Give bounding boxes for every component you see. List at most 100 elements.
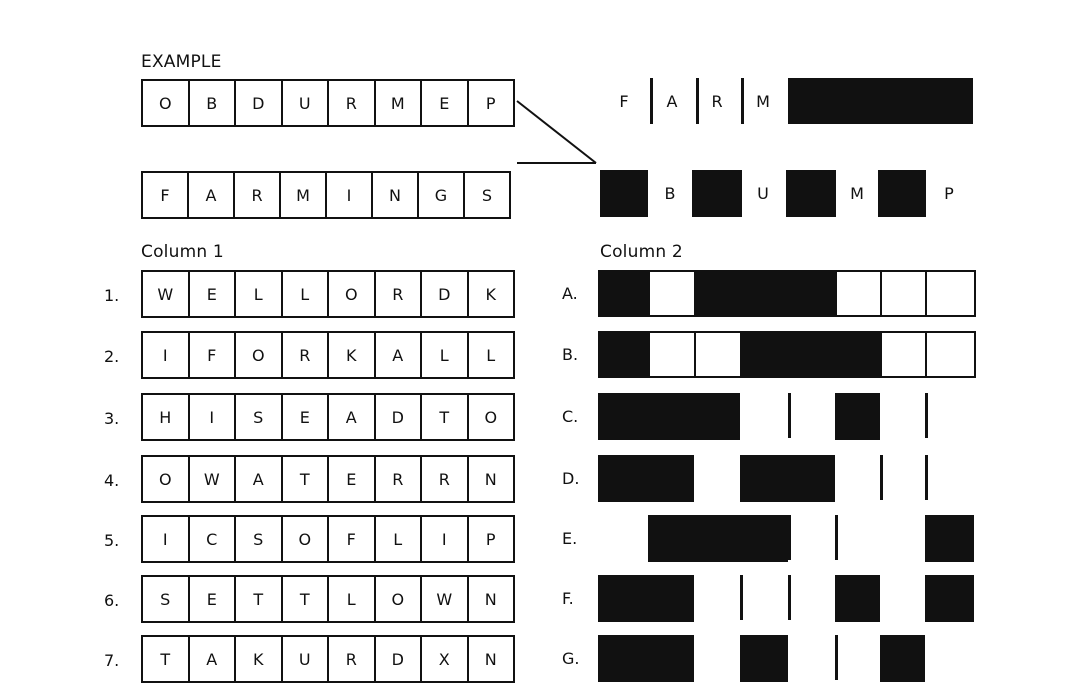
grid-letter-cell: R xyxy=(329,637,376,681)
grid-letter-cell: H xyxy=(143,395,190,439)
mask-divider xyxy=(696,78,699,124)
grid-letter-cell: R xyxy=(329,81,376,125)
mask-black-block xyxy=(740,331,788,378)
row-letter: B. xyxy=(562,345,579,364)
mask-black-block xyxy=(600,170,648,217)
grid-letter-cell: M xyxy=(376,81,422,125)
mask-black-block xyxy=(788,270,835,317)
grid-letter-cell: S xyxy=(236,395,283,439)
row-number: 2. xyxy=(104,347,120,366)
mask-black-block xyxy=(598,270,648,317)
grid-letter-cell: R xyxy=(376,457,422,501)
row-number: 6. xyxy=(104,591,120,610)
grid-letter-cell: M xyxy=(281,173,327,217)
mask-black-block xyxy=(598,455,648,502)
grid-letter-cell: L xyxy=(283,272,329,316)
grid-letter-cell: F xyxy=(190,333,236,377)
mask-black-block xyxy=(788,331,835,378)
grid-letter-cell: D xyxy=(236,81,283,125)
grid-letter-cell: N xyxy=(484,469,497,489)
mask-letter: M xyxy=(850,184,864,203)
grid-letter-cell: C xyxy=(190,517,236,561)
grid-letter-cell: D xyxy=(422,272,469,316)
mask-open-box xyxy=(648,270,696,317)
mask-black-block xyxy=(598,635,648,682)
grid-letter-cell: T xyxy=(283,577,329,621)
mask-letter: U xyxy=(757,184,769,203)
mask-open-box xyxy=(835,270,882,317)
grid-letter-cell: S xyxy=(143,577,190,621)
row-letter: C. xyxy=(562,407,579,426)
mask-divider xyxy=(788,393,791,438)
grid-letter-cell: A xyxy=(236,457,283,501)
grid-letter-cell: I xyxy=(143,517,190,561)
grid-letter-cell: O xyxy=(484,407,498,427)
mask-black-block xyxy=(925,515,974,562)
grid-letter-cell: T xyxy=(283,457,329,501)
mask-black-block xyxy=(740,635,788,682)
grid-letter-cell: K xyxy=(236,637,283,681)
mask-divider xyxy=(788,575,791,620)
grid-letter-cell: G xyxy=(419,173,465,217)
mask-open-box xyxy=(925,270,976,317)
grid-letter-cell: U xyxy=(283,81,329,125)
grid-letter-cell: P xyxy=(485,529,496,549)
grid-letter-cell: I xyxy=(327,173,373,217)
mask-black-block xyxy=(835,575,880,622)
grid-letter-cell: D xyxy=(376,395,422,439)
mask-black-block xyxy=(788,455,835,502)
column1-heading: Column 1 xyxy=(141,242,224,262)
example-label: EXAMPLE xyxy=(141,52,222,72)
grid-letter-cell: R xyxy=(235,173,281,217)
grid-letter-cell: E xyxy=(190,577,236,621)
mask-divider xyxy=(835,635,838,680)
grid-letter-cell: W xyxy=(190,457,236,501)
grid-letter-cell: F xyxy=(329,517,376,561)
mask-black-block xyxy=(598,331,648,378)
mask-black-block xyxy=(925,575,974,622)
row-number: 5. xyxy=(104,531,120,550)
mask-black-block xyxy=(648,455,694,502)
grid-letter-cell: A xyxy=(190,637,236,681)
mask-black-block xyxy=(740,270,788,317)
mask-black-block xyxy=(598,393,648,440)
mask-letter: F xyxy=(619,91,629,111)
mask-black-block xyxy=(692,170,742,217)
row-letter: E. xyxy=(562,529,578,548)
grid-letter-cell: S xyxy=(481,185,493,205)
mask-open-box xyxy=(880,270,927,317)
row-number: 4. xyxy=(104,471,120,490)
grid-letter-cell: K xyxy=(329,333,376,377)
mask-divider xyxy=(835,515,838,560)
grid-letter-cell: O xyxy=(376,577,422,621)
grid-letter-cell: E xyxy=(329,457,376,501)
grid-letter-cell: P xyxy=(485,93,496,113)
mask-black-block xyxy=(740,455,788,502)
grid-letter-cell: I xyxy=(143,333,190,377)
grid-letter-cell: A xyxy=(376,333,422,377)
column2-heading: Column 2 xyxy=(600,242,683,262)
row-number: 1. xyxy=(104,286,120,305)
grid-letter-cell: I xyxy=(190,395,236,439)
grid-letter-cell: S xyxy=(236,517,283,561)
mask-open-box xyxy=(880,331,927,378)
grid-letter-cell: E xyxy=(422,81,469,125)
mask-black-block xyxy=(878,170,926,217)
grid-letter-cell: F xyxy=(143,173,189,217)
mask-divider xyxy=(925,455,928,500)
mask-black-block xyxy=(835,393,880,440)
mask-black-block xyxy=(648,575,694,622)
mask-black-block xyxy=(740,515,788,562)
mask-divider xyxy=(880,455,883,500)
grid-letter-cell: L xyxy=(329,577,376,621)
grid-letter-cell: O xyxy=(143,81,190,125)
mask-black-block xyxy=(694,270,740,317)
grid-letter-cell: A xyxy=(329,395,376,439)
